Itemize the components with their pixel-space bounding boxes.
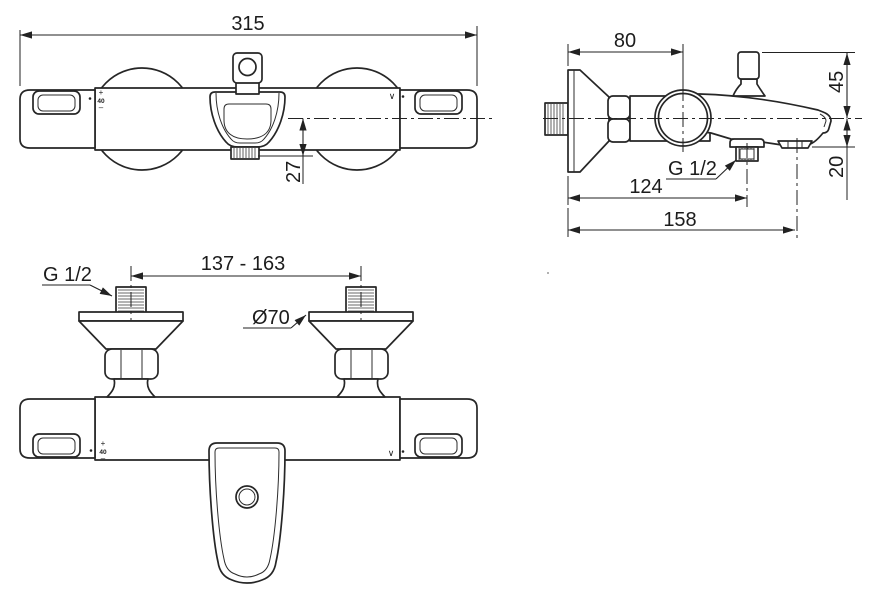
diverter-flare xyxy=(732,78,766,97)
thread-callout-side: G 1/2 xyxy=(666,158,737,180)
dim-27-label: 27 xyxy=(283,161,305,183)
escutcheon-cone xyxy=(308,320,414,350)
index-dot xyxy=(88,97,92,100)
g12-side-label: G 1/2 xyxy=(668,158,717,180)
right-grip-inner xyxy=(419,94,458,112)
index-dot xyxy=(401,450,405,453)
dim-158-label: 158 xyxy=(663,209,696,231)
hex-nut-front xyxy=(334,348,389,380)
temp-40-mark: 40 xyxy=(97,98,105,105)
diverter-knob-side xyxy=(737,51,760,80)
minus-mark: – xyxy=(101,454,106,463)
dim-inlet-centers: 137 - 163 xyxy=(131,253,361,280)
dim-wall-to-outlet: 124 xyxy=(567,176,747,205)
g12-front-label: G 1/2 xyxy=(43,264,92,286)
spout-front xyxy=(208,442,286,584)
escutcheon-dia-callout: Ø70 xyxy=(243,307,307,329)
spout-hole-inner xyxy=(238,488,256,506)
top-view: + 40 – ∨ 315 27 xyxy=(19,13,492,184)
flow-mark: ∨ xyxy=(388,448,395,458)
union-transition xyxy=(336,378,386,398)
right-grip-inner-front xyxy=(419,437,458,455)
temp-40-mark: 40 xyxy=(99,449,107,456)
dim-20-label: 20 xyxy=(826,156,848,178)
plus-mark: + xyxy=(101,439,106,448)
aerator-foot xyxy=(777,140,813,149)
spout-top-opening xyxy=(223,103,272,140)
dim-315-label: 315 xyxy=(231,13,264,35)
hex-nut-upper xyxy=(607,95,631,120)
plus-mark: + xyxy=(99,88,104,97)
right-end-cap-front xyxy=(399,398,478,459)
artifact-dot xyxy=(547,272,549,274)
union-transition xyxy=(106,378,156,398)
left-grip-inner xyxy=(37,94,76,112)
spout-top-inner-line xyxy=(215,92,280,144)
dim-wall-to-spout-tip: 158 xyxy=(567,208,795,237)
dim-45-label: 45 xyxy=(826,71,848,93)
spout-tip-inner-line xyxy=(819,113,827,128)
escutcheon-cone xyxy=(78,320,184,350)
right-grip-recess-front xyxy=(414,433,463,458)
thread-hatch xyxy=(233,148,256,158)
left-grip-recess-front xyxy=(32,433,81,458)
side-view: 80 45 20 124 158 G 1/2 xyxy=(543,30,862,240)
left-wall-connection xyxy=(78,286,184,398)
left-grip-recess xyxy=(32,90,81,115)
dim-spout-offset: 27 xyxy=(258,118,313,184)
minus-mark: – xyxy=(99,103,104,112)
hex-nut-lower xyxy=(607,118,631,143)
hex-facet-lines xyxy=(120,350,143,378)
flow-mark: ∨ xyxy=(389,91,396,101)
aerator-inner xyxy=(787,140,803,149)
diverter-knob xyxy=(232,52,263,84)
thread-callout-front: G 1/2 xyxy=(42,264,113,297)
diverter-knob-hole xyxy=(238,57,257,77)
dim-wall-to-handle: 80 xyxy=(567,30,684,88)
dim-below-axis: 20 xyxy=(812,118,855,200)
dim-overall-width: 315 xyxy=(19,13,478,86)
hex-nut-front xyxy=(104,348,159,380)
front-view: + 40 – ∨ 137 - 163 G 1/2 Ø70 xyxy=(19,253,478,584)
left-end-cap-front xyxy=(19,398,96,459)
dia-70-label: Ø70 xyxy=(252,307,290,329)
hex-facet-lines xyxy=(350,350,373,378)
dim-137-163-label: 137 - 163 xyxy=(201,253,286,275)
index-dot xyxy=(89,449,93,452)
dim-above-axis: 45 xyxy=(762,52,855,118)
dim-80-label: 80 xyxy=(614,30,636,52)
spout-hole-outer xyxy=(235,485,259,509)
right-grip-recess xyxy=(414,90,463,115)
left-end-cap xyxy=(19,89,96,149)
left-grip-inner-front xyxy=(37,437,76,455)
index-dot xyxy=(401,95,405,98)
spout-front-inner-line xyxy=(214,447,280,578)
dim-124-label: 124 xyxy=(629,176,662,198)
